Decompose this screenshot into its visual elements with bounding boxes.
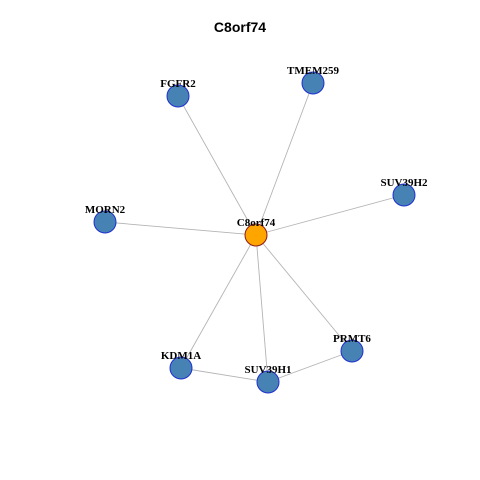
edge-suv39h1-prmt6 [267, 350, 353, 383]
node-suv39h2 [392, 183, 416, 207]
node-label-c8orf74: C8orf74 [237, 217, 276, 229]
edge-c8orf74-tmem259 [255, 82, 314, 236]
node-label-suv39h1: SUV39H1 [244, 364, 291, 376]
node-label-prmt6: PRMT6 [333, 333, 371, 345]
node-kdm1a [169, 356, 193, 380]
edge-c8orf74-morn2 [104, 221, 257, 236]
edge-c8orf74-kdm1a [180, 234, 257, 369]
node-label-morn2: MORN2 [85, 204, 126, 216]
edge-c8orf74-prmt6 [255, 234, 353, 352]
node-label-tmem259: TMEM259 [287, 65, 339, 77]
edge-layer [104, 82, 405, 383]
edge-c8orf74-suv39h2 [255, 194, 405, 236]
node-label-fgfr2: FGFR2 [160, 78, 196, 90]
node-fgfr2 [166, 84, 190, 108]
node-c8orf74 [244, 223, 268, 247]
node-morn2 [93, 210, 117, 234]
edge-c8orf74-suv39h1 [255, 234, 269, 383]
edge-kdm1a-suv39h1 [180, 367, 269, 383]
node-prmt6 [340, 339, 364, 363]
figure-title: C8orf74 [213, 19, 267, 35]
node-label-suv39h2: SUV39H2 [380, 177, 428, 189]
node-tmem259 [301, 71, 325, 95]
edge-c8orf74-fgfr2 [177, 95, 257, 236]
node-suv39h1 [256, 370, 280, 394]
node-label-kdm1a: KDM1A [161, 350, 201, 362]
label-layer: C8orf74 FGFR2 TMEM259SUV39H2MORN2PRMT6KDM1… [85, 65, 428, 376]
node-layer [93, 71, 416, 394]
